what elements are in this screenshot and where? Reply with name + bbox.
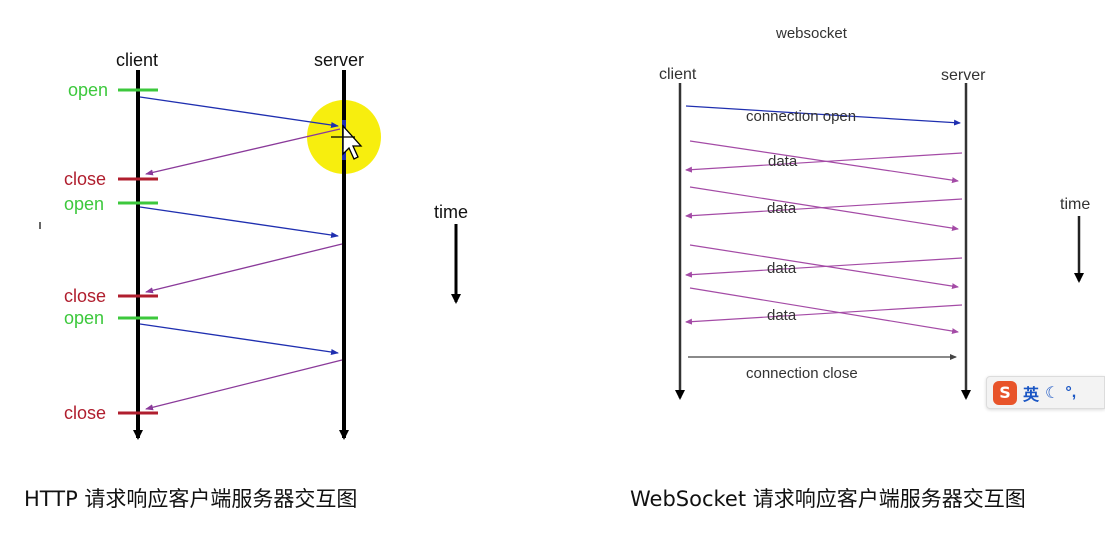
- ime-logo-icon[interactable]: S: [993, 380, 1017, 405]
- close-label: close: [64, 169, 106, 189]
- ime-toolbar[interactable]: S 英 ☾ °,: [986, 376, 1105, 409]
- http-response-arrow: [145, 243, 343, 294]
- ws-server-label: server: [941, 67, 986, 84]
- ws-data-arrow: [685, 152, 963, 173]
- open-label: open: [64, 308, 104, 328]
- close-label: close: [64, 403, 106, 423]
- http-request-arrow: [139, 323, 339, 355]
- ws-data-arrow: [685, 257, 963, 278]
- http-request-arrow: [139, 206, 339, 238]
- ws-data-label: data: [767, 200, 797, 217]
- ws-data-label: data: [767, 307, 797, 324]
- ws-data-arrow: [689, 287, 959, 334]
- ws-data-arrow: [685, 198, 963, 219]
- ws-data-label: data: [767, 260, 797, 277]
- websocket-caption: WebSocket 请求响应客户端服务器交互图: [630, 487, 1026, 511]
- http-response-arrow: [145, 128, 341, 176]
- ws-title: websocket: [775, 25, 848, 42]
- http-client-label: client: [116, 50, 158, 70]
- ws-client-label: client: [659, 66, 697, 83]
- http-response-arrow: [145, 359, 343, 411]
- mouse-cursor-icon: [331, 124, 363, 160]
- http-caption: HTTP 请求响应客户端服务器交互图: [24, 487, 358, 511]
- http-request-arrow: [139, 96, 339, 128]
- http-time-label: time: [434, 202, 468, 222]
- ws-data-label: data: [768, 153, 798, 170]
- ws-connection-close-label: connection close: [746, 365, 858, 382]
- ws-data-arrow: [685, 304, 963, 325]
- open-label: open: [64, 194, 104, 214]
- ime-mode-toggle[interactable]: 英: [1023, 384, 1040, 404]
- http-server-label: server: [314, 50, 364, 70]
- moon-icon[interactable]: ☾: [1045, 384, 1060, 402]
- ws-time-label: time: [1060, 196, 1090, 213]
- punctuation-icon[interactable]: °,: [1065, 383, 1077, 401]
- close-label: close: [64, 286, 106, 306]
- ws-connection-open-label: connection open: [746, 108, 856, 125]
- ws-connection-open-arrow: [685, 105, 961, 126]
- open-label: open: [68, 80, 108, 100]
